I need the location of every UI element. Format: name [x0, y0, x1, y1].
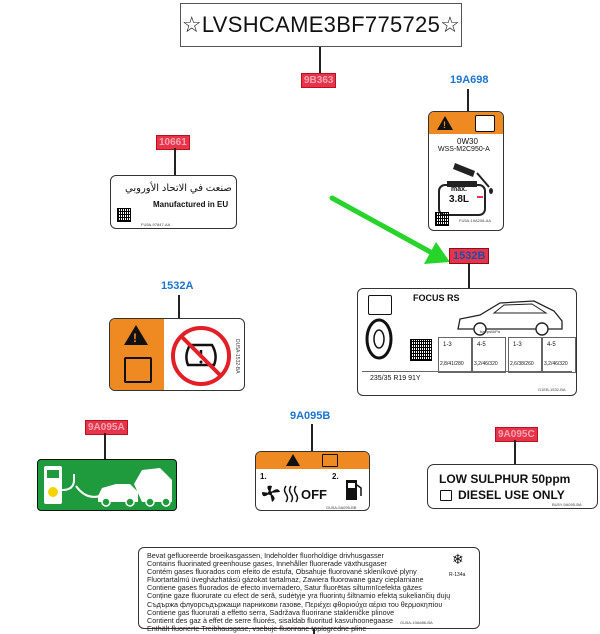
part-number: GU5A-9A095-BB [326, 505, 357, 510]
code-1532a: 1532A [161, 280, 194, 292]
code-9a095a: 9A095A [85, 420, 128, 435]
qr-code-icon [117, 208, 131, 222]
part-number: DU5A-1532-BA [234, 339, 240, 374]
pressure-value: 2,8/41/280 [440, 361, 464, 367]
pressure-table: 1-3 2,8/41/280 4-5 3,2/46/320 1-3 2,6/38… [438, 337, 576, 373]
oil-capacity: 3.8L [449, 194, 470, 205]
gas-text-line: Fluortartalmú üvegházhatású gázokat tart… [147, 576, 424, 585]
gas-text-line: Enthält fluorierte Treibhausgase, vsebuj… [147, 624, 367, 633]
car-icon [457, 300, 563, 336]
pressure-value: 3,2/46/320 [544, 361, 568, 367]
leader-line [311, 424, 313, 452]
exclamation-icon: ! [443, 120, 446, 130]
fan-heat-icon [262, 485, 299, 503]
manual-book-icon [322, 454, 338, 467]
people-count: 4-5 [547, 342, 556, 348]
exclamation-icon: ! [133, 331, 137, 345]
code-1532b: 1532B [448, 248, 490, 264]
pointer-arrow-icon [329, 195, 450, 264]
off-text: OFF [301, 487, 327, 502]
pressure-value: 3,2/46/320 [474, 361, 498, 367]
vin-text: ☆LVSHCAME3BF775725☆ [181, 12, 461, 37]
vin-label: ☆LVSHCAME3BF775725☆ [180, 3, 462, 47]
warning-banner [256, 452, 369, 469]
warning-triangle-icon [124, 325, 148, 345]
gas-text-line: Contains fluorinated greenhouse gases, I… [147, 560, 387, 569]
pressure-value: 2,6/38/260 [510, 361, 534, 367]
people-count: 4-5 [477, 342, 486, 348]
tyre-pressure-warning-icon [171, 326, 231, 386]
sulphur-line1: LOW SULPHUR 50ppm [439, 472, 571, 486]
tpms-label: ! DU5A-1532-BA [109, 318, 245, 391]
leader-line [514, 440, 516, 465]
part-number: FU5A-97847-AA [141, 222, 171, 227]
gas-text-line: Съдържа флуорсъдържащи парникови газове,… [147, 600, 443, 609]
manufactured-eu-label: صنعت في الاتحاد الأوروبي Manufactured in… [110, 175, 237, 229]
step-2: 2. [332, 472, 339, 481]
leader-line [319, 47, 321, 77]
qr-code-icon [435, 212, 449, 226]
refrigerant-type: R-134a [449, 572, 466, 578]
qr-code-icon [410, 339, 432, 361]
code-9a095c: 9A095C [495, 427, 538, 442]
pressure-cell-2: 4-5 3,2/46/320 [472, 337, 506, 373]
people-count: 1-3 [513, 342, 522, 348]
pressure-unit: bar/psi/kPa [480, 329, 501, 334]
gas-text-line: Conține gaze fluorurate cu efect de seră… [147, 592, 451, 601]
oil-spec: WSS-M2C950-A [438, 146, 490, 153]
leader-line [313, 629, 315, 634]
manual-book-icon [440, 490, 452, 501]
leader-line [104, 433, 106, 460]
part-number: BU5Y-9A095-BA [552, 502, 582, 507]
step-1: 1. [260, 472, 267, 481]
model-name: FOCUS RS [413, 293, 460, 303]
snowflake-icon: ❄ [452, 551, 464, 567]
pressure-cell-4: 4-5 3,2/46/320 [542, 337, 576, 373]
leader-line [468, 263, 470, 289]
manual-book-icon [475, 115, 495, 132]
code-19a698: 19A698 [450, 74, 489, 86]
refrigerant-gas-label: Bevat gefluoreerde broeikasgassen, Indeh… [138, 547, 480, 632]
people-count: 1-3 [443, 342, 452, 348]
leader-line [178, 295, 180, 319]
sulphur-label: LOW SULPHUR 50ppm DIESEL USE ONLY BU5Y-9… [427, 464, 598, 509]
code-9a095b: 9A095B [290, 410, 331, 422]
leader-line [467, 89, 469, 113]
gas-text-line: Contiene gas fluorurati a effetto serra,… [147, 608, 395, 617]
max-label: max. [451, 186, 467, 193]
tyre-pressure-label: FOCUS RS bar/psi/kPa 1-3 2,8/41/280 4-5 … [357, 288, 577, 396]
tyre-icon [365, 318, 393, 360]
sulphur-line2: DIESEL USE ONLY [458, 488, 565, 502]
manual-book-icon [368, 295, 392, 315]
gas-text-line: Contient des gaz à effet de serre fluoré… [147, 616, 393, 625]
charging-label [37, 459, 177, 511]
gas-text-line: Bevat gefluoreerde broeikasgassen, Indeh… [147, 552, 384, 560]
oil-can-icon [438, 163, 493, 216]
pressure-cell-3: 1-3 2,6/38/260 [508, 337, 542, 373]
leader-line [174, 148, 176, 176]
gas-text-line: Contém gases fluorados com efeito de est… [147, 568, 417, 577]
code-10661: 10661 [156, 135, 190, 150]
part-number: G1EB-1532-BA [538, 387, 566, 392]
gas-text-line: Contiene gases fluorados de efecto inver… [147, 584, 422, 593]
manual-book-icon [124, 357, 152, 383]
pressure-cell-1: 1-3 2,8/41/280 [438, 337, 472, 373]
code-9b363: 9B363 [300, 73, 337, 88]
arabic-text: صنعت في الاتحاد الأوروبي [125, 183, 232, 194]
warning-triangle-icon [286, 454, 300, 466]
charging-station-car-icon [44, 466, 172, 507]
oil-label: ! 0W30 WSS-M2C950-A max. 3.8L FU5A-19A20… [428, 111, 504, 231]
part-number: FU5A-19A208-AA [459, 218, 492, 223]
part-number: GU5A-19A686-BA [400, 620, 433, 625]
heater-label: 1. 2. OFF GU5A-9A095-BB [255, 451, 370, 511]
divider [362, 371, 572, 372]
warning-triangle-icon [437, 116, 453, 130]
oil-grade: 0W30 [457, 137, 478, 146]
fuel-pump-icon [346, 480, 362, 500]
tyre-size: 235/35 R19 91Y [370, 375, 421, 382]
manufactured-text: Manufactured in EU [153, 200, 229, 209]
